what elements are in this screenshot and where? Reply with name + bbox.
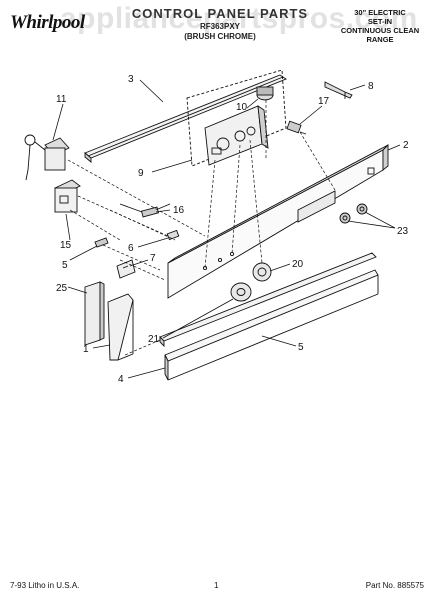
callout-15: 15 — [60, 240, 72, 251]
callout-10: 9 — [138, 168, 144, 179]
part-4-bottom-channel — [164, 269, 379, 381]
part-14-thermostat — [24, 134, 70, 181]
callout-labels: 3 10 9 11 17 8 2 23 16 6 7 15 5 25 20 21… — [56, 74, 409, 385]
part-10-dashed-box — [186, 69, 287, 167]
part-17-connector — [286, 120, 307, 135]
callout-20: 20 — [292, 259, 304, 270]
callout-6: 6 — [128, 243, 134, 254]
range-line-2: SET-IN — [367, 17, 393, 26]
brand-logo: Whirlpool — [10, 12, 85, 33]
model-subtitle: RF363PXY (BRUSH CHROME) — [115, 22, 325, 42]
part-9-bracket — [324, 81, 353, 99]
page-title: CONTROL PANEL PARTS — [131, 6, 309, 21]
part-15-relay — [54, 179, 81, 213]
callout-3: 3 — [128, 74, 134, 85]
callout-11: 10 — [236, 102, 248, 113]
callout-9: 8 — [368, 81, 374, 92]
part-16-fuse — [119, 203, 171, 218]
part-23-knobs — [339, 203, 368, 224]
part-21-knob — [230, 282, 252, 302]
callout-17: 17 — [318, 96, 330, 107]
footer-page-number: 1 — [214, 581, 219, 590]
part-3-top-trim — [84, 74, 287, 163]
part-1-end-cap — [107, 293, 134, 361]
watermark: appliancepartspros.com — [60, 2, 418, 35]
part-6-lamp — [166, 229, 180, 241]
callout-23: 23 — [397, 226, 409, 237]
callout-14: 11 — [56, 94, 67, 105]
footer-left: 7-93 Litho in U.S.A. — [10, 581, 80, 590]
callout-4: 4 — [118, 374, 124, 385]
callout-2: 2 — [403, 140, 409, 151]
part-5-lower-trim — [159, 252, 377, 348]
callout-8: 5 — [62, 260, 68, 271]
range-line-4: RANGE — [366, 35, 394, 44]
part-11-knob — [256, 86, 274, 101]
callout-25: 25 — [56, 283, 68, 294]
callout-5: 5 — [298, 342, 304, 353]
callout-21: 21 — [148, 334, 160, 345]
range-line-3: CONTINUOUS CLEAN — [340, 26, 420, 35]
part-25-side-panel — [84, 281, 105, 346]
callout-16: 16 — [173, 205, 185, 216]
part-10-switch-assembly — [204, 105, 269, 166]
range-description: 30" ELECTRIC SET-IN CONTINUOUS CLEAN RAN… — [332, 8, 428, 44]
footer-part-number: Part No. 885575 — [365, 581, 424, 590]
model-number: RF363PXY — [199, 22, 241, 31]
finish-label: (BRUSH CHROME) — [184, 32, 256, 41]
guide-lines — [67, 100, 336, 356]
part-8-clip — [94, 237, 109, 248]
part-2-control-panel — [167, 143, 389, 299]
leader-lines — [52, 79, 401, 379]
range-line-1: 30" ELECTRIC — [354, 8, 406, 17]
callout-1: 1 — [83, 344, 89, 355]
part-20-knob — [252, 262, 272, 282]
callout-7: 7 — [150, 253, 156, 264]
